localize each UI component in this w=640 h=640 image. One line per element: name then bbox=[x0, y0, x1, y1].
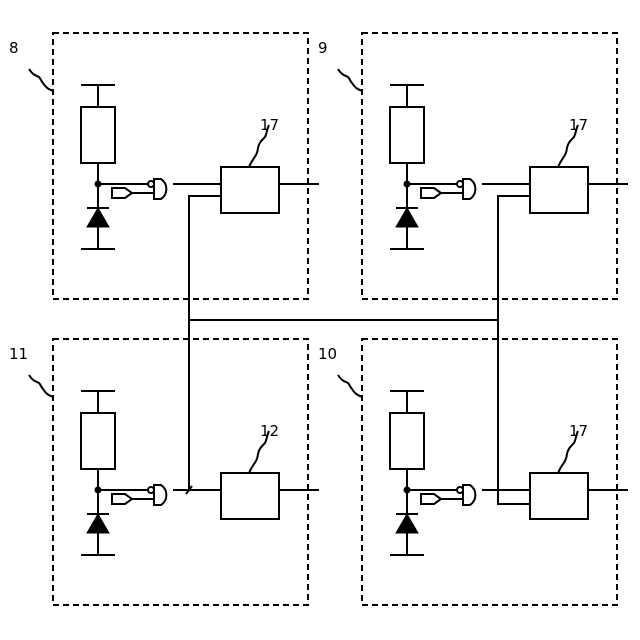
block-label: 17 bbox=[260, 116, 279, 134]
module-label: 9 bbox=[318, 39, 328, 57]
block-label: 12 bbox=[260, 422, 279, 440]
module-8: 8 17 bbox=[9, 33, 319, 299]
block-label: 17 bbox=[569, 116, 588, 134]
module-label: 11 bbox=[9, 345, 28, 363]
interconnect-bus bbox=[186, 196, 530, 504]
module-10: 10 17 bbox=[318, 339, 628, 605]
module-label: 10 bbox=[318, 345, 337, 363]
module-label: 8 bbox=[9, 39, 19, 57]
block-label: 17 bbox=[569, 422, 588, 440]
module-11: 11 12 bbox=[9, 339, 319, 605]
module-9: 9 17 bbox=[318, 33, 628, 299]
